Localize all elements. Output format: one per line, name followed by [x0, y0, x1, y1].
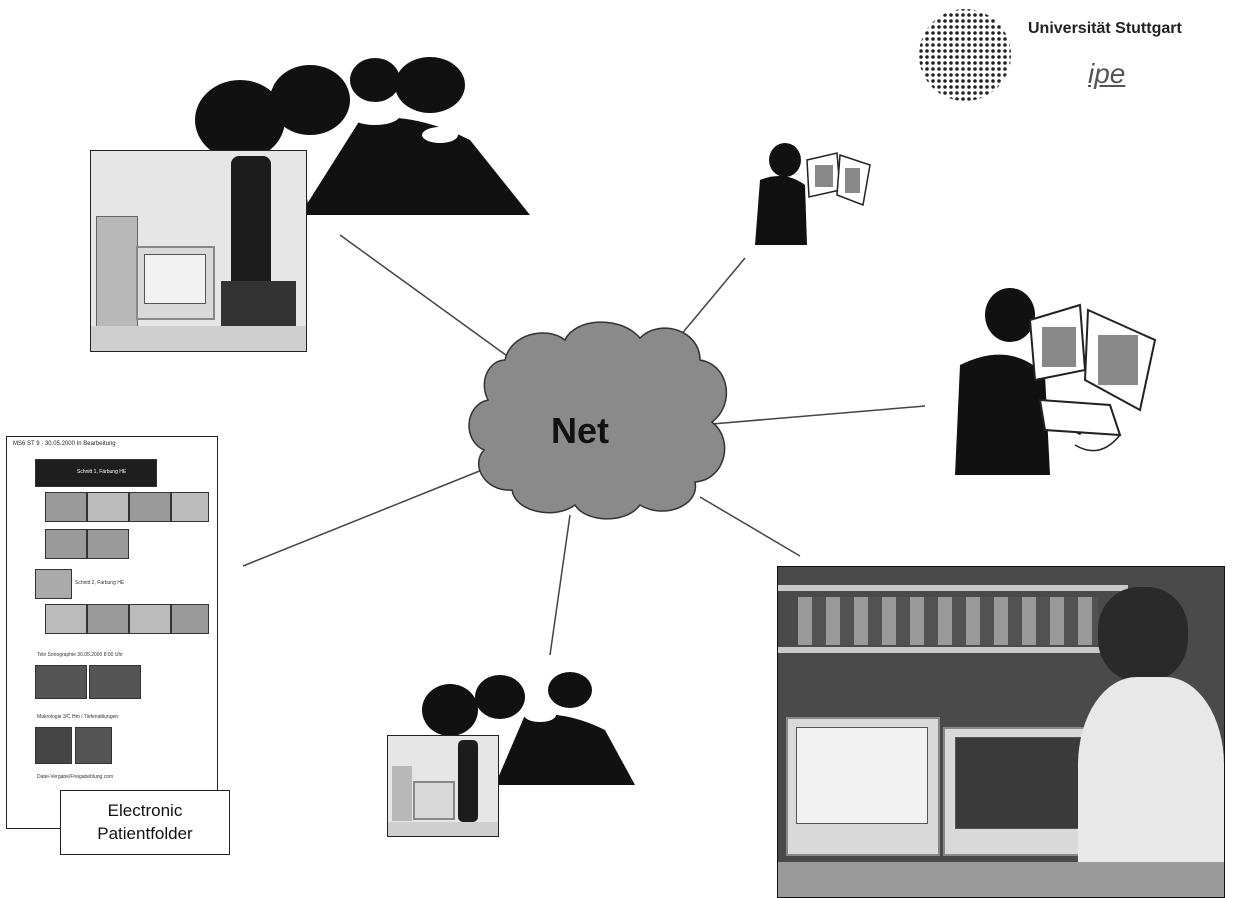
institute-logo: ipe	[1088, 58, 1126, 89]
remote-expert-illustration	[955, 288, 1157, 475]
folder-caption-line1: Electronic	[107, 801, 183, 820]
surgeons-small-illustration	[422, 672, 635, 785]
microscope-workstation-small-photo	[387, 735, 499, 837]
folder-entry-1: Schnitt 1, Färbung HE	[77, 469, 127, 475]
surgeons-illustration	[185, 57, 530, 215]
folder-header: MS6 ST 9 · 30.05.2000 In Bearbeitung	[13, 441, 116, 447]
link-top-left	[339, 234, 511, 359]
folder-caption-line2: Patientfolder	[97, 824, 193, 843]
patient-folder-document: MS6 ST 9 · 30.05.2000 In Bearbeitung Sch…	[6, 436, 218, 829]
link-bottom	[549, 514, 571, 656]
link-right	[711, 405, 926, 425]
link-left	[242, 469, 483, 567]
cloud-label: Net	[550, 410, 609, 451]
folder-entry-4: Makrologie 3/C Hm / Tiefenablungen	[37, 714, 119, 720]
university-name: Universität Stuttgart	[1028, 20, 1182, 37]
remote-expert-small-illustration	[755, 143, 871, 245]
microscope-workstation-photo	[90, 150, 307, 352]
folder-caption-box: Electronic Patientfolder	[60, 790, 230, 855]
link-bottom-right	[699, 496, 801, 557]
folder-entry-2: Schnitt 2, Färbung HE	[75, 580, 125, 586]
lab-workstation-photo	[777, 566, 1225, 898]
university-seal-icon	[919, 9, 1011, 101]
folder-entry-5: Datei-Vergabe/Freigabeblung.com	[37, 774, 114, 780]
folder-entry-3: Tele Sonographie 30.05.2000 8:00 Uhr	[37, 652, 123, 658]
network-cloud	[468, 321, 728, 520]
